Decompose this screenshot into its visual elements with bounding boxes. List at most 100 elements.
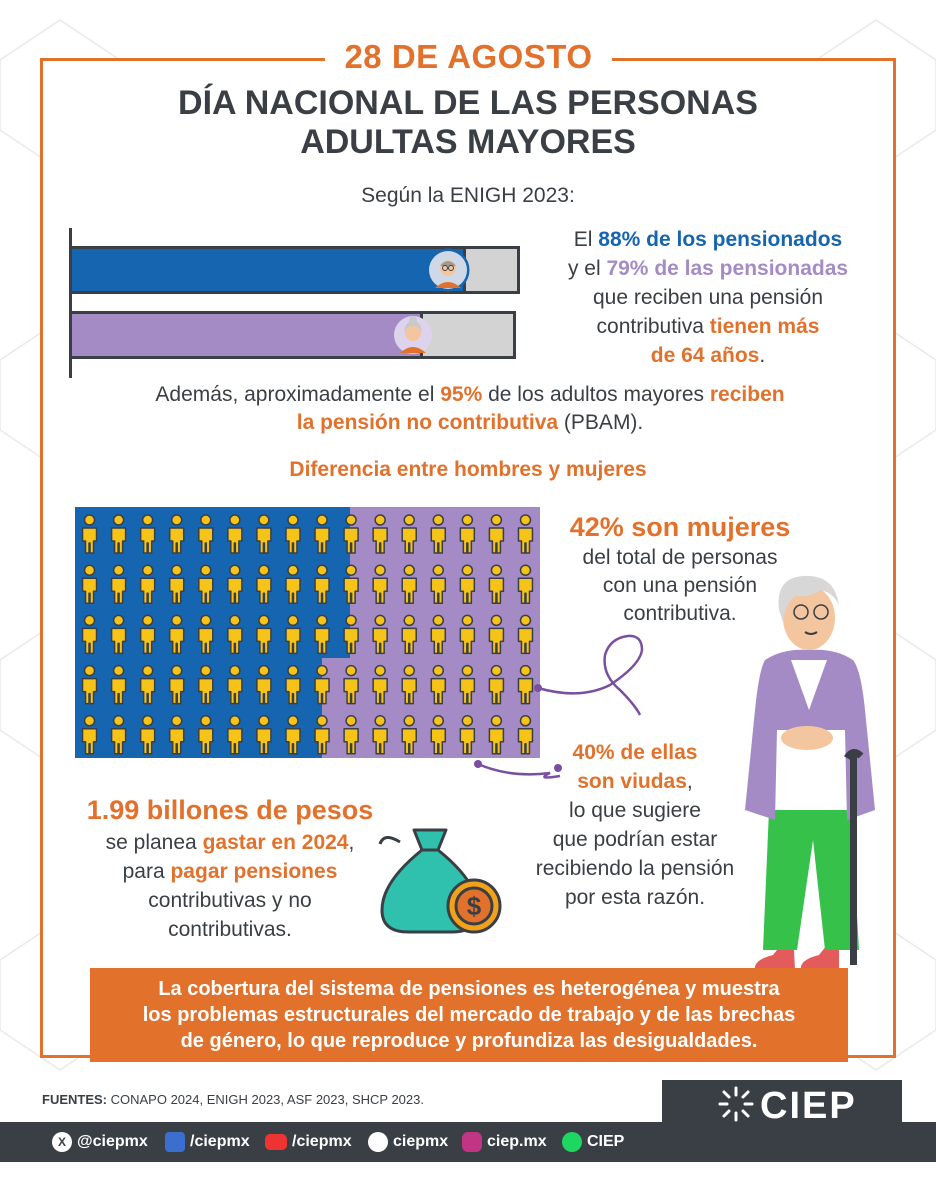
person-icon [110, 614, 127, 655]
title-line-1: DÍA NACIONAL DE LAS PERSONAS [178, 84, 758, 122]
person-icon [81, 564, 98, 604]
x-icon: X [52, 1132, 72, 1152]
frame-top-right [612, 58, 896, 61]
person-icon [372, 514, 388, 554]
title-line-2: ADULTAS MAYORES [300, 123, 636, 161]
pension-age-text: El 88% de los pensionados y el 79% de la… [567, 228, 849, 367]
person-icon [168, 514, 185, 554]
person-icon [314, 664, 330, 705]
person-icon [139, 514, 156, 554]
subtitle: Según la ENIGH 2023: [361, 184, 575, 207]
person-icon [227, 614, 243, 655]
women-stat: 42% son mujeres del total de personas co… [569, 512, 791, 625]
person-icon [227, 564, 243, 604]
people-icons [81, 514, 534, 755]
person-icon [285, 664, 301, 705]
svg-text:$: $ [467, 891, 482, 921]
person-icon [285, 564, 301, 604]
bar-women [72, 311, 516, 359]
ciep-logo-text: CIEP [760, 1085, 857, 1127]
person-icon [459, 715, 476, 755]
person-icon [227, 664, 243, 705]
person-icon [372, 664, 388, 705]
person-icon [488, 715, 505, 755]
person-icon [343, 614, 359, 655]
social-tiktok[interactable]: ciepmx [368, 1130, 448, 1154]
person-icon [314, 564, 330, 604]
youtube-icon [265, 1134, 287, 1150]
person-icon [227, 715, 243, 755]
logo-box [662, 1080, 902, 1132]
person-icon [430, 715, 447, 755]
person-icon [517, 664, 534, 705]
connector-line [474, 634, 644, 779]
person-icon [168, 715, 185, 755]
social-instagram[interactable]: ciep.mx [462, 1130, 547, 1154]
person-icon [198, 614, 214, 655]
person-icon [139, 664, 156, 705]
person-icon [517, 514, 534, 554]
person-icon [488, 614, 505, 655]
person-icon [459, 614, 476, 655]
social-spotify[interactable]: CIEP [562, 1130, 624, 1154]
person-icon [139, 715, 156, 755]
person-icon [110, 514, 127, 554]
person-icon [343, 664, 359, 705]
bar-men [72, 246, 520, 294]
person-icon [401, 614, 417, 655]
person-icon [285, 715, 301, 755]
person-icon [430, 564, 447, 604]
person-icon [372, 715, 388, 755]
widows-stat: 40% de ellas son viudas, lo que sugiere … [535, 741, 735, 909]
person-icon [110, 564, 127, 604]
conclusion-banner: La cobertura del sistema de pensiones es… [90, 968, 848, 1062]
elderly-man-icon [426, 248, 470, 292]
person-icon [343, 564, 359, 604]
frame-top-left [40, 58, 325, 61]
person-icon [168, 614, 185, 655]
person-icon [401, 715, 417, 755]
date-heading: 28 DE AGOSTO [344, 38, 593, 75]
person-icon [488, 514, 505, 554]
person-icon [430, 514, 447, 554]
person-icon [285, 614, 301, 655]
bar-women-fill [72, 311, 423, 359]
person-icon [256, 715, 272, 755]
person-icon [285, 514, 301, 554]
pbam-text: Además, aproximadamente el 95% de los ad… [155, 383, 785, 434]
person-icon [110, 715, 127, 755]
social-facebook[interactable]: /ciepmx [165, 1130, 250, 1154]
facebook-icon [165, 1132, 185, 1152]
person-icon [343, 715, 359, 755]
person-icon [372, 564, 388, 604]
person-icon [168, 664, 185, 705]
person-icon [110, 664, 127, 705]
person-icon [430, 664, 447, 705]
person-icon [314, 715, 330, 755]
instagram-icon [462, 1132, 482, 1152]
spending-text: 1.99 billones de pesos se planea gastar … [86, 795, 374, 941]
ciep-logo-icon [718, 1086, 754, 1122]
person-icon [198, 514, 214, 554]
person-icon [459, 664, 476, 705]
person-icon [517, 715, 534, 755]
social-youtube[interactable]: /ciepmx [265, 1130, 352, 1154]
spotify-icon [562, 1132, 582, 1152]
person-icon [459, 564, 476, 604]
person-icon [256, 514, 272, 554]
person-icon [198, 564, 214, 604]
bar-men-fill [72, 246, 466, 294]
person-icon [227, 514, 243, 554]
person-icon [139, 614, 156, 655]
person-icon [488, 564, 505, 604]
person-icon [401, 664, 417, 705]
person-icon [81, 614, 98, 655]
elderly-woman-illustration [745, 575, 875, 970]
person-icon [401, 514, 417, 554]
person-icon [81, 514, 98, 554]
person-icon [314, 614, 330, 655]
person-icon [256, 664, 272, 705]
person-icon [401, 564, 417, 604]
social-x[interactable]: X @ciepmx [52, 1130, 148, 1154]
page-title: DÍA NACIONAL DE LAS PERSONAS ADULTAS MAY… [80, 84, 856, 162]
